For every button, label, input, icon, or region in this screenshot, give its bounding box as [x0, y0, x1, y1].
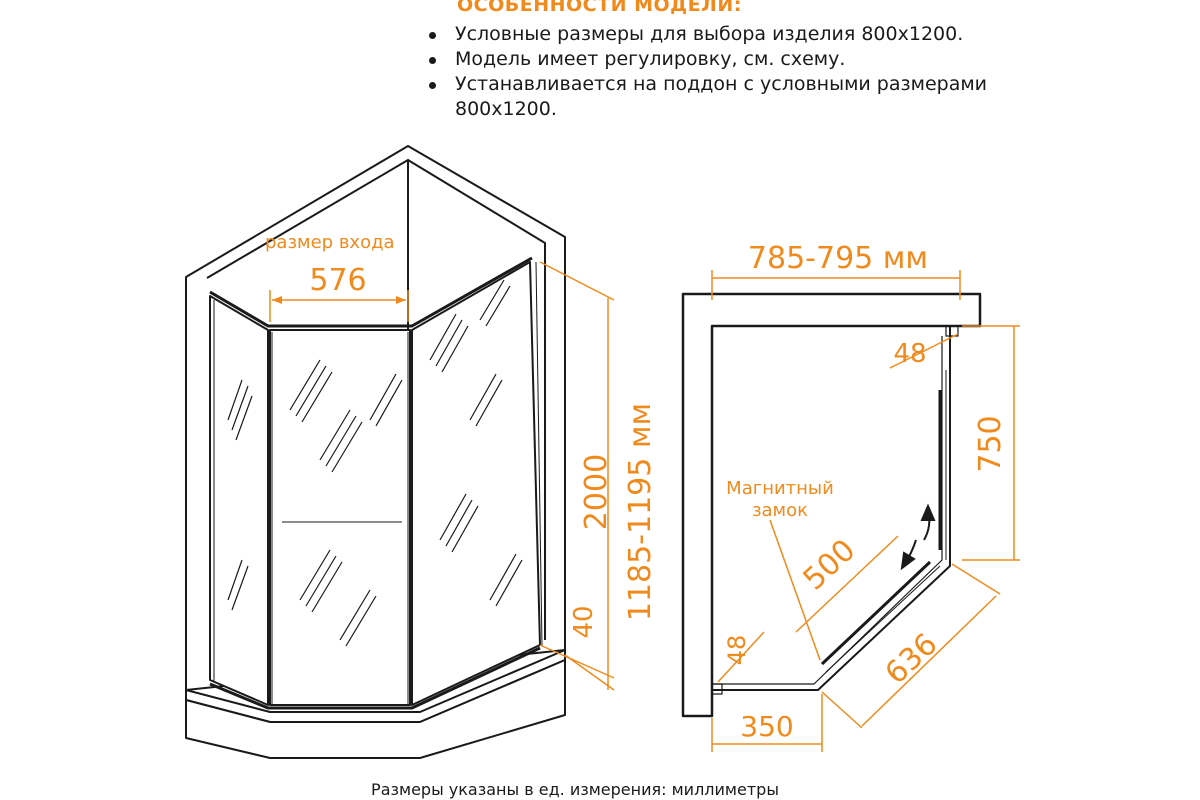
plan-profile-bottom [711, 683, 723, 695]
feature-item: Устанавливается на поддон с условными ра… [425, 72, 1045, 122]
height-value: 2000 [579, 454, 614, 530]
shower-cabin-iso [185, 145, 566, 759]
lock-leader [769, 519, 821, 661]
tray-height-value: 40 [569, 605, 599, 638]
door-arrows [900, 503, 936, 571]
height-ext-bottom [539, 644, 615, 679]
profile-bottom-leader [717, 631, 765, 683]
plan-walls [681, 292, 982, 718]
lock-label-line2: замок [752, 500, 808, 521]
footnote: Размеры указаны в ед. измерения: миллиме… [371, 780, 779, 799]
door-panel-plan [820, 560, 932, 666]
shower-cabin-plan [681, 292, 982, 718]
diag-ext-top [951, 563, 1001, 595]
tray-ext-bottom [564, 654, 615, 691]
height-ext-top [539, 261, 615, 301]
plan-profile-top [945, 325, 959, 337]
bullet-icon [429, 57, 436, 64]
feature-item: Модель имеет регулировку, см. схему. [425, 47, 1045, 72]
feature-text: Устанавливается на поддон с условными ра… [455, 73, 988, 120]
profile-top-leader [889, 333, 959, 369]
door-width-value: 500 [797, 533, 863, 598]
plan-enclosure-inner [712, 336, 943, 685]
plan-enclosure [712, 326, 951, 691]
feature-text: Модель имеет регулировку, см. схему. [455, 48, 846, 70]
profile-bottom-value: 48 [723, 635, 751, 666]
features-title: ОСОБЕННОСТИ МОДЕЛИ: [457, 0, 742, 16]
entry-width-value: 576 [309, 263, 366, 298]
feature-text: Условные размеры для выбора изделия 800х… [455, 23, 964, 45]
diag-dim-line [861, 595, 997, 727]
diag-length-value: 636 [879, 627, 945, 692]
feature-item: Условные размеры для выбора изделия 800х… [425, 22, 1045, 47]
profile-top-value: 48 [893, 339, 926, 369]
frame-bottom [209, 646, 541, 710]
glass-reflections [227, 279, 523, 647]
entry-label: размер входа [265, 232, 395, 253]
frame-top [209, 256, 533, 328]
tray-base [185, 659, 566, 759]
bullet-icon [429, 82, 436, 89]
bottom-length-value: 350 [740, 710, 793, 743]
door-dim-line [795, 535, 899, 633]
frame-right [535, 261, 543, 647]
iso-dimensions [269, 261, 615, 691]
bullet-icon [429, 32, 436, 39]
features-list: Условные размеры для выбора изделия 800х… [425, 22, 1045, 122]
side-length-value: 750 [973, 415, 1008, 472]
plan-dimensions [711, 270, 1020, 752]
lock-label-line1: Магнитный [726, 478, 834, 499]
wall-inner-right [407, 159, 546, 640]
entry-door-panel [269, 329, 411, 706]
diag-ext-bottom [821, 691, 863, 729]
depth-range-value: 1185-1195 мм [623, 403, 658, 621]
width-range-value: 785-795 мм [748, 241, 928, 276]
left-glass-panel [209, 295, 269, 706]
right-glass-panel [411, 261, 541, 706]
